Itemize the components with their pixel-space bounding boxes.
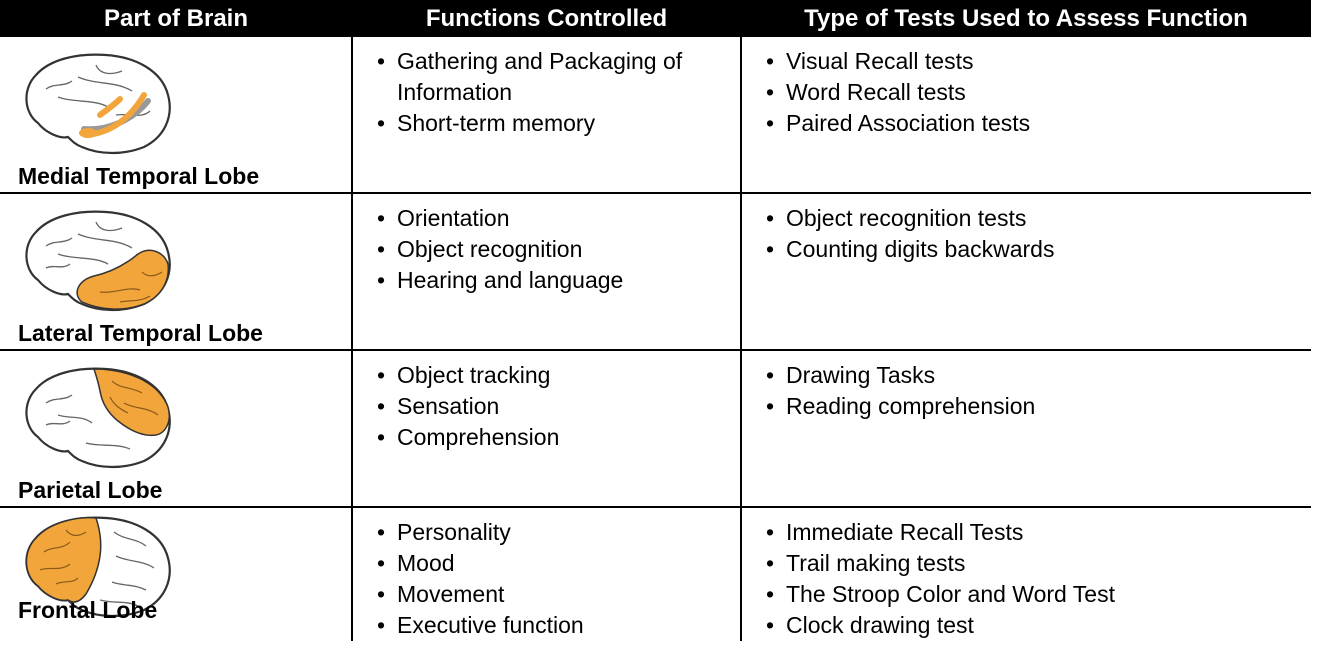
tests-cell: Visual Recall tests Word Recall tests Pa… (741, 37, 1311, 194)
brain-medial-temporal-icon (25, 53, 171, 155)
brain-lateral-temporal-icon (25, 210, 171, 312)
functions-list: Object tracking Sensation Comprehension (353, 351, 740, 453)
list-item: Object recognition tests (766, 203, 1311, 234)
brain-part-cell: Parietal Lobe (0, 350, 353, 508)
list-item: Object recognition (377, 234, 740, 265)
brain-frontal-icon (25, 516, 171, 618)
list-item: Executive function (377, 610, 740, 641)
brain-function-table: Part of Brain Functions Controlled Type … (0, 0, 1311, 641)
list-item: Hearing and language (377, 265, 740, 296)
brain-parietal-icon (25, 367, 171, 469)
functions-cell: Personality Mood Movement Executive func… (352, 507, 742, 641)
lobe-name: Medial Temporal Lobe (18, 163, 260, 189)
tests-list: Drawing Tasks Reading comprehension (742, 351, 1311, 422)
brain-part-cell: Lateral Temporal Lobe (0, 193, 353, 351)
list-item: Personality (377, 517, 740, 548)
list-item: The Stroop Color and Word Test (766, 579, 1311, 610)
header-functions-controlled: Functions Controlled (352, 0, 741, 37)
functions-list: Gathering and Packaging of Information S… (353, 37, 740, 139)
list-item: Short-term memory (377, 108, 740, 139)
list-item: Trail making tests (766, 548, 1311, 579)
tests-cell: Immediate Recall Tests Trail making test… (741, 507, 1311, 641)
list-item: Clock drawing test (766, 610, 1311, 641)
tests-list: Visual Recall tests Word Recall tests Pa… (742, 37, 1311, 139)
tests-cell: Drawing Tasks Reading comprehension (741, 350, 1311, 508)
list-item: Gathering and Packaging of Information (377, 46, 740, 108)
tests-list: Object recognition tests Counting digits… (742, 194, 1311, 265)
functions-list: Orientation Object recognition Hearing a… (353, 194, 740, 296)
brain-part-cell: Frontal Lobe (0, 507, 353, 641)
lobe-name: Frontal Lobe (18, 597, 158, 623)
functions-cell: Orientation Object recognition Hearing a… (352, 193, 742, 351)
list-item: Orientation (377, 203, 740, 234)
brain-part-cell: Medial Temporal Lobe (0, 37, 353, 194)
list-item: Visual Recall tests (766, 46, 1311, 77)
header-part-of-brain: Part of Brain (0, 0, 352, 37)
table-row: Frontal Lobe Personality Mood Movement E… (0, 507, 1311, 641)
list-item: Counting digits backwards (766, 234, 1311, 265)
list-item: Object tracking (377, 360, 740, 391)
header-test-types: Type of Tests Used to Assess Function (741, 0, 1311, 37)
tests-cell: Object recognition tests Counting digits… (741, 193, 1311, 351)
functions-list: Personality Mood Movement Executive func… (353, 508, 740, 641)
tests-list: Immediate Recall Tests Trail making test… (742, 508, 1311, 641)
header-row: Part of Brain Functions Controlled Type … (0, 0, 1311, 37)
list-item: Reading comprehension (766, 391, 1311, 422)
functions-cell: Object tracking Sensation Comprehension (352, 350, 742, 508)
table-row: Lateral Temporal Lobe Orientation Object… (0, 193, 1311, 351)
table-row: Parietal Lobe Object tracking Sensation … (0, 350, 1311, 508)
list-item: Immediate Recall Tests (766, 517, 1311, 548)
list-item: Sensation (377, 391, 740, 422)
list-item: Drawing Tasks (766, 360, 1311, 391)
list-item: Word Recall tests (766, 77, 1311, 108)
lobe-name: Lateral Temporal Lobe (18, 320, 263, 346)
lobe-name: Parietal Lobe (18, 477, 163, 503)
table-row: Medial Temporal Lobe Gathering and Packa… (0, 37, 1311, 194)
list-item: Paired Association tests (766, 108, 1311, 139)
functions-cell: Gathering and Packaging of Information S… (352, 37, 742, 194)
list-item: Mood (377, 548, 740, 579)
list-item: Comprehension (377, 422, 740, 453)
list-item: Movement (377, 579, 740, 610)
